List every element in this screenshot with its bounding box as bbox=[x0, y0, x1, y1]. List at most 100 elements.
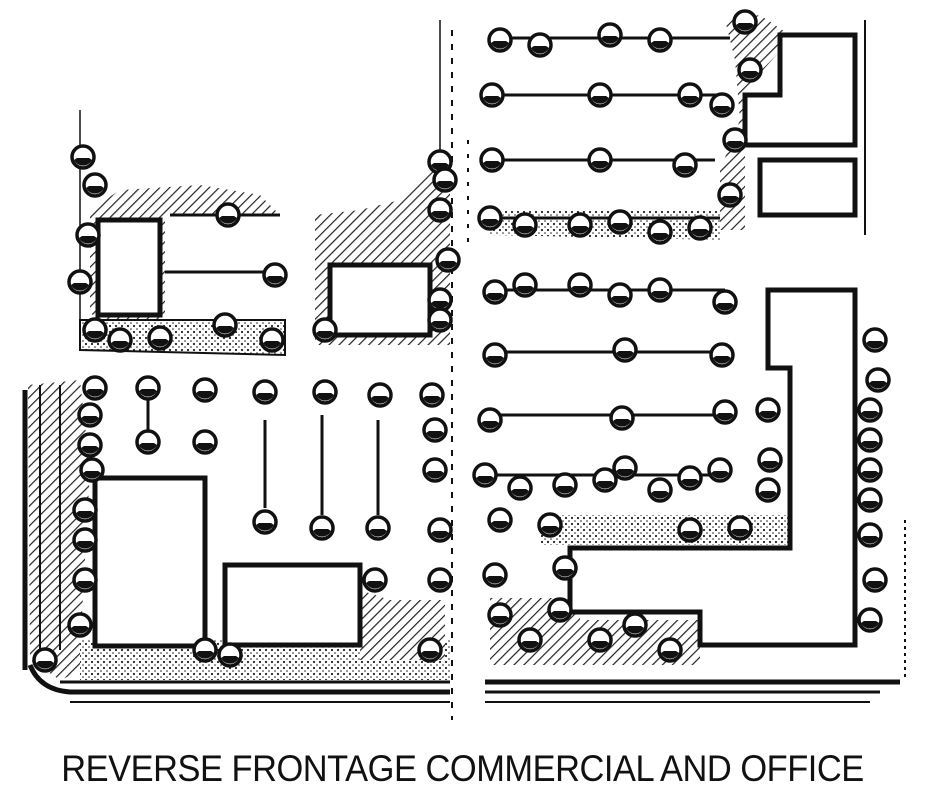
tree-symbol bbox=[862, 327, 888, 353]
tree-symbol bbox=[757, 447, 783, 473]
tree-symbol bbox=[487, 27, 513, 53]
tree-symbol bbox=[607, 209, 633, 235]
tree-symbol bbox=[107, 327, 133, 353]
tree-symbol bbox=[672, 152, 698, 178]
tree-symbol bbox=[215, 202, 241, 228]
tree-symbol bbox=[472, 462, 498, 488]
tree-symbol bbox=[677, 465, 703, 491]
tree-symbol bbox=[422, 457, 448, 483]
tree-symbol bbox=[647, 219, 673, 245]
landscape-lower-right-mid bbox=[540, 515, 790, 545]
tree-symbol bbox=[612, 337, 638, 363]
landscape-left-strip bbox=[28, 380, 95, 680]
tree-symbol bbox=[687, 215, 713, 241]
tree-symbol bbox=[422, 417, 448, 443]
tree-symbol bbox=[487, 602, 513, 628]
tree-symbol bbox=[427, 567, 453, 593]
tree-symbol bbox=[135, 375, 161, 401]
tree-symbol bbox=[67, 269, 93, 295]
building-upper-middle bbox=[327, 262, 433, 338]
tree-symbol bbox=[367, 382, 393, 408]
tree-symbol bbox=[552, 555, 578, 581]
tree-symbol bbox=[482, 279, 508, 305]
tree-symbol bbox=[755, 477, 781, 503]
tree-symbol bbox=[309, 515, 335, 541]
tree-symbol bbox=[717, 182, 743, 208]
tree-symbol bbox=[192, 377, 218, 403]
landscape-lower-left-base bbox=[80, 640, 450, 680]
tree-symbol bbox=[365, 515, 391, 541]
tree-symbol bbox=[857, 397, 883, 423]
tree-symbol bbox=[432, 167, 458, 193]
tree-symbol bbox=[622, 612, 648, 638]
tree-symbol bbox=[677, 517, 703, 543]
tree-symbol bbox=[587, 82, 613, 108]
tree-symbol bbox=[192, 637, 218, 663]
tree-symbol bbox=[592, 467, 618, 493]
tree-symbol bbox=[252, 379, 278, 405]
tree-symbol bbox=[362, 567, 388, 593]
tree-symbol bbox=[135, 429, 161, 455]
tree-symbol bbox=[865, 367, 891, 393]
tree-symbol bbox=[857, 607, 883, 633]
tree-symbol bbox=[647, 277, 673, 303]
tree-symbol bbox=[212, 312, 238, 338]
tree-symbol bbox=[727, 515, 753, 541]
trees bbox=[32, 9, 891, 673]
tree-symbol bbox=[512, 272, 538, 298]
tree-symbol bbox=[477, 407, 503, 433]
tree-symbol bbox=[72, 527, 98, 553]
drawing-caption: REVERSE FRONTAGE COMMERCIAL AND OFFICE bbox=[61, 748, 864, 789]
tree-symbol bbox=[479, 82, 505, 108]
tree-symbol bbox=[612, 455, 638, 481]
tree-symbol bbox=[482, 342, 508, 368]
tree-symbol bbox=[755, 397, 781, 423]
tree-symbol bbox=[737, 57, 763, 83]
tree-symbol bbox=[709, 92, 735, 118]
tree-symbol bbox=[857, 487, 883, 513]
building-upper-left bbox=[95, 217, 163, 318]
tree-symbol bbox=[312, 317, 338, 343]
tree-symbol bbox=[597, 22, 623, 48]
tree-symbol bbox=[587, 147, 613, 173]
tree-symbol bbox=[647, 27, 673, 53]
tree-symbol bbox=[707, 457, 733, 483]
tree-symbol bbox=[32, 647, 58, 673]
tree-symbol bbox=[677, 82, 703, 108]
tree-symbol bbox=[67, 612, 93, 638]
tree-symbol bbox=[82, 172, 108, 198]
tree-symbol bbox=[427, 197, 453, 223]
tree-symbol bbox=[732, 9, 758, 35]
tree-symbol bbox=[427, 149, 453, 175]
tree-symbol bbox=[857, 522, 883, 548]
tree-symbol bbox=[482, 562, 508, 588]
tree-symbol bbox=[217, 642, 243, 668]
tree-symbol bbox=[192, 429, 218, 455]
tree-symbol bbox=[77, 432, 103, 458]
tree-symbol bbox=[435, 247, 461, 273]
tree-symbol bbox=[72, 567, 98, 593]
tree-symbol bbox=[567, 272, 593, 298]
tree-symbol bbox=[419, 382, 445, 408]
tree-symbol bbox=[507, 475, 533, 501]
tree-symbol bbox=[587, 627, 613, 653]
tree-symbol bbox=[609, 405, 635, 431]
tree-symbol bbox=[427, 517, 453, 543]
tree-symbol bbox=[70, 144, 96, 170]
tree-symbol bbox=[147, 325, 173, 351]
building-upper-right-b bbox=[757, 157, 858, 218]
tree-symbol bbox=[517, 627, 543, 653]
tree-symbol bbox=[722, 127, 748, 153]
building-lower-left bbox=[92, 475, 208, 649]
tree-symbol bbox=[862, 567, 888, 593]
tree-symbol bbox=[547, 597, 573, 623]
tree-symbol bbox=[82, 317, 108, 343]
tree-symbol bbox=[487, 507, 513, 533]
tree-symbol bbox=[552, 472, 578, 498]
roads bbox=[22, 20, 906, 720]
tree-symbol bbox=[537, 512, 563, 538]
site-plan-drawing bbox=[22, 9, 906, 720]
tree-symbol bbox=[647, 477, 673, 503]
tree-symbol bbox=[857, 427, 883, 453]
tree-symbol bbox=[712, 399, 738, 425]
